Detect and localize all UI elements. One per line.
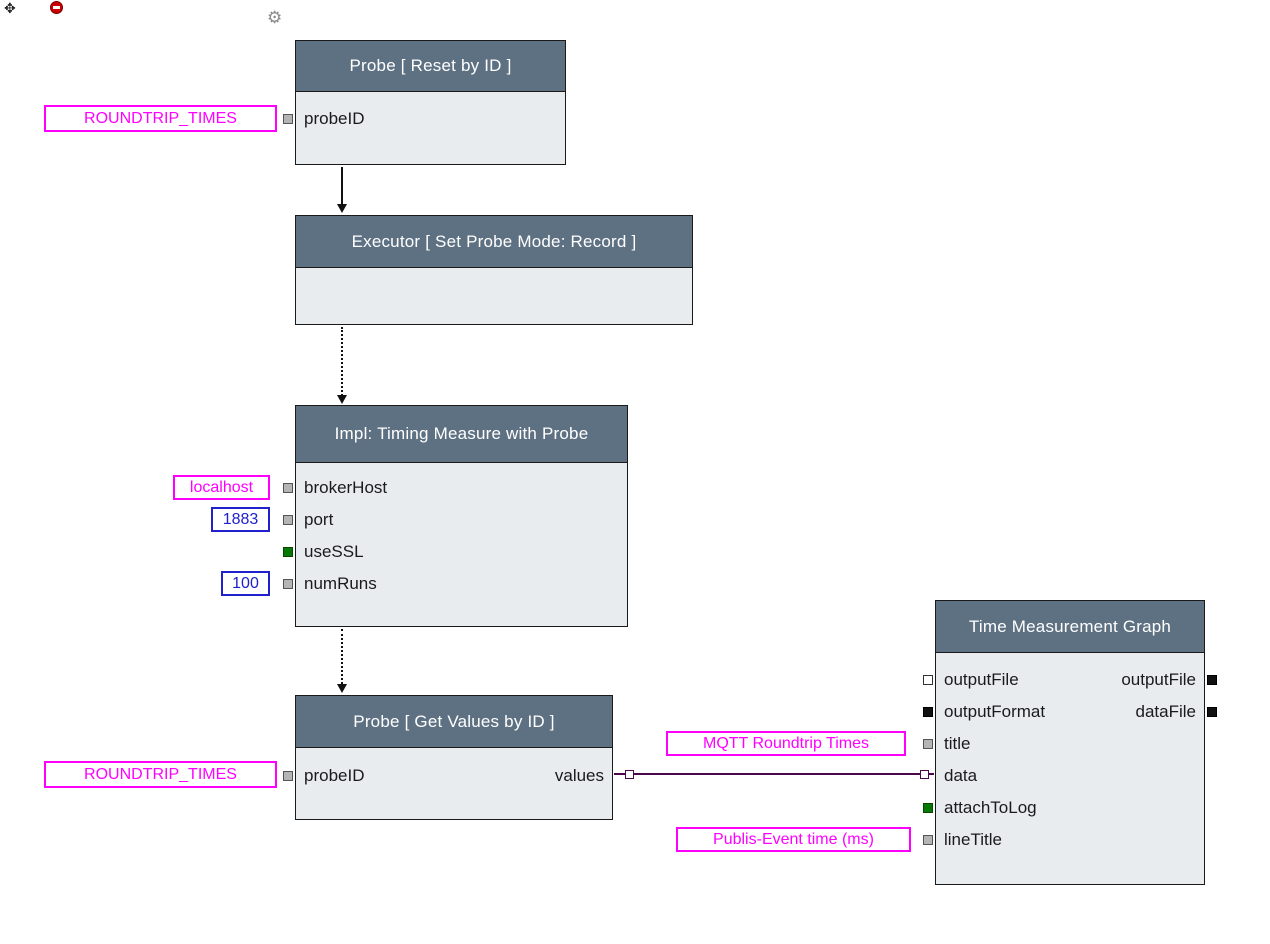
input-port-data[interactable]: [920, 770, 929, 779]
no-entry-icon: [50, 1, 63, 14]
input-label: probeID: [304, 109, 365, 128]
input-label: brokerHost: [304, 478, 388, 497]
wire-values-to-data[interactable]: [614, 773, 934, 775]
input-row-port: port: [296, 504, 627, 536]
input-port-outputformat[interactable]: [923, 707, 933, 717]
input-label: outputFile: [944, 670, 1019, 689]
input-port-attachtolog[interactable]: [923, 803, 933, 813]
value-box-roundtrip-times-1[interactable]: ROUNDTRIP_TIMES: [44, 105, 277, 132]
output-label: values: [554, 766, 604, 785]
output-label: outputFile: [1121, 670, 1196, 689]
node-title: Time Measurement Graph: [936, 601, 1204, 653]
input-port-numruns[interactable]: [283, 579, 293, 589]
io-row-outputformat-datafile: outputFormat dataFile: [936, 696, 1204, 728]
input-label: numRuns: [304, 574, 377, 593]
connector-arrowhead-3: [337, 684, 347, 693]
input-label: lineTitle: [944, 830, 1002, 849]
output-port-values[interactable]: [625, 770, 634, 779]
value-box-port-1883[interactable]: 1883: [211, 507, 270, 532]
input-row-probeid: probeID: [296, 103, 565, 135]
input-port-usessl[interactable]: [283, 547, 293, 557]
input-row-data: data: [936, 760, 1204, 792]
input-row-numruns: numRuns: [296, 568, 627, 600]
input-port-probeid[interactable]: [283, 771, 293, 781]
connector-line-2: [341, 327, 343, 396]
input-row-brokerhost: brokerHost: [296, 472, 627, 504]
output-port-outputfile[interactable]: [1207, 675, 1217, 685]
input-label: useSSL: [304, 542, 364, 561]
connector-arrowhead-1: [337, 204, 347, 213]
move-icon[interactable]: ✥: [4, 0, 16, 16]
node-probe-get-values[interactable]: Probe [ Get Values by ID ] probeID value…: [283, 695, 613, 820]
input-row-title: title: [936, 728, 1204, 760]
value-box-publis-event-time[interactable]: Publis-Event time (ms): [676, 827, 911, 852]
value-box-mqtt-roundtrip-times[interactable]: MQTT Roundtrip Times: [666, 731, 906, 756]
output-port-datafile[interactable]: [1207, 707, 1217, 717]
input-label: port: [304, 510, 334, 529]
input-row-linetitle: lineTitle: [936, 824, 1204, 856]
input-label: data: [944, 766, 978, 785]
node-executor[interactable]: Executor [ Set Probe Mode: Record ]: [295, 215, 693, 325]
input-label: title: [944, 734, 971, 753]
connector-arrowhead-2: [337, 395, 347, 404]
value-box-roundtrip-times-2[interactable]: ROUNDTRIP_TIMES: [44, 761, 277, 788]
input-port-outputfile[interactable]: [923, 675, 933, 685]
input-label: attachToLog: [944, 798, 1037, 817]
output-label: dataFile: [1135, 702, 1196, 721]
node-title: Impl: Timing Measure with Probe: [296, 406, 627, 463]
value-box-numruns-100[interactable]: 100: [221, 571, 270, 596]
input-port-title[interactable]: [923, 739, 933, 749]
node-title: Executor [ Set Probe Mode: Record ]: [296, 216, 692, 268]
io-row-outputfile: outputFile outputFile: [936, 664, 1204, 696]
input-label: outputFormat: [944, 702, 1046, 721]
input-port-brokerhost[interactable]: [283, 483, 293, 493]
input-port-probeid[interactable]: [283, 114, 293, 124]
node-probe-reset[interactable]: Probe [ Reset by ID ] probeID: [283, 40, 566, 165]
connector-line-1: [341, 167, 343, 204]
input-port-linetitle[interactable]: [923, 835, 933, 845]
input-row-attachtolog: attachToLog: [936, 792, 1204, 824]
connector-line-3: [341, 629, 343, 684]
io-row-probeid-values: probeID values: [296, 760, 612, 792]
input-label: probeID: [304, 766, 365, 785]
input-port-port[interactable]: [283, 515, 293, 525]
node-impl-timing-measure[interactable]: Impl: Timing Measure with Probe brokerHo…: [283, 405, 628, 627]
node-time-measurement-graph[interactable]: Time Measurement Graph outputFile output…: [923, 600, 1217, 885]
value-box-localhost[interactable]: localhost: [173, 475, 270, 500]
gear-icon[interactable]: ⚙: [267, 8, 283, 27]
node-title: Probe [ Get Values by ID ]: [296, 696, 612, 748]
node-title: Probe [ Reset by ID ]: [296, 41, 565, 92]
input-row-usessl: useSSL: [296, 536, 627, 568]
